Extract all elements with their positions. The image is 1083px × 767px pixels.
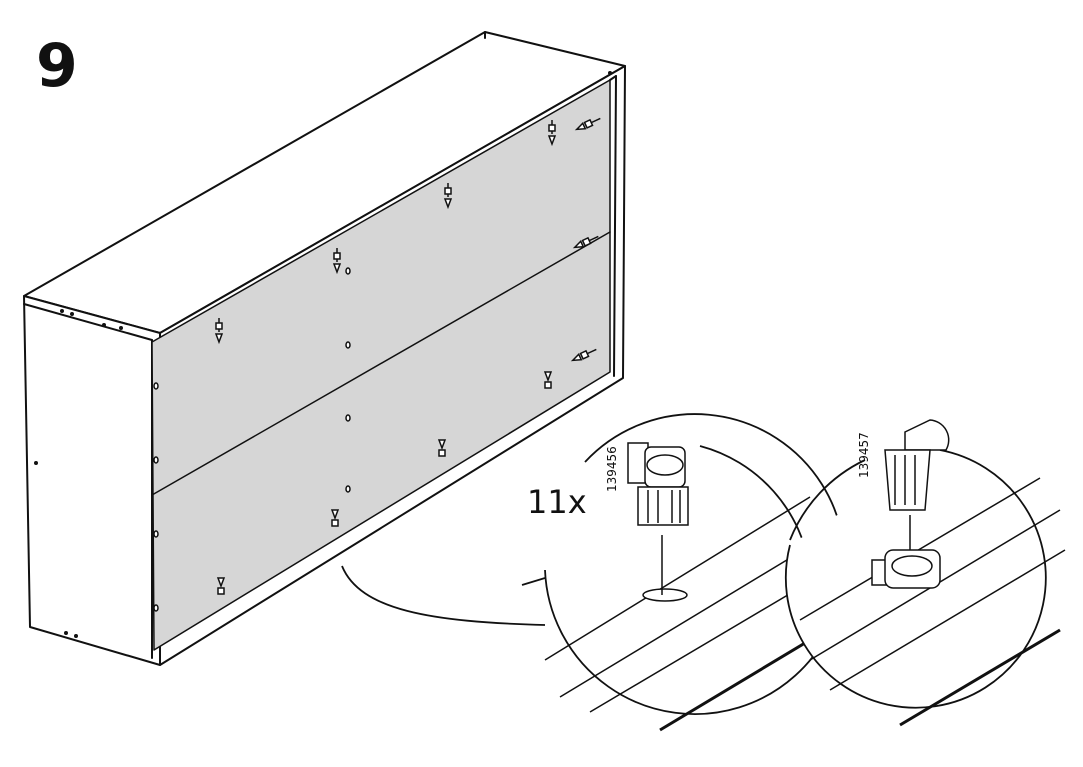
dowel-clip-fitting-icon xyxy=(871,419,950,589)
quantity-label: 11x xyxy=(527,483,587,521)
part-number-cam-lock: 139456 xyxy=(605,446,619,492)
back-panel xyxy=(151,79,611,651)
detail-circle-cam-lock xyxy=(544,413,846,732)
part-number-dowel-clip: 139457 xyxy=(857,432,871,478)
cam-lock-fitting-icon xyxy=(627,442,689,526)
top-edge-holes xyxy=(34,71,612,638)
panel-holes xyxy=(153,267,351,612)
cabinet-side-face xyxy=(23,295,161,666)
step-number: 9 xyxy=(36,31,78,101)
panel-fittings xyxy=(214,117,601,595)
callout-pointer xyxy=(341,565,546,626)
middle-rail xyxy=(151,231,611,496)
detail-circle-dowel-clip xyxy=(784,419,1066,727)
